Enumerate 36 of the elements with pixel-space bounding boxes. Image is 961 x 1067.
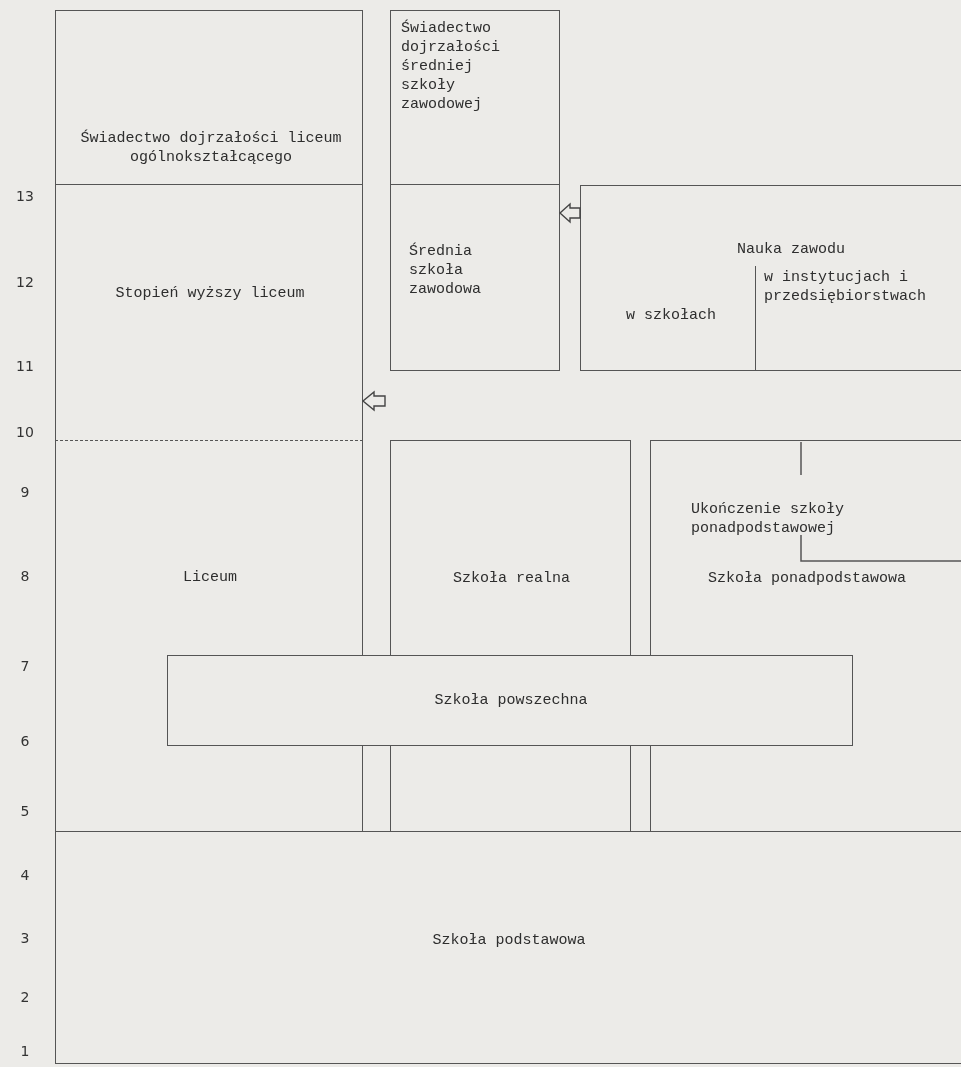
school-box <box>55 831 961 1064</box>
year-number: 2 <box>19 989 31 1005</box>
node-text: w instytucjach i przedsiębiorstwach <box>764 268 928 306</box>
year-number: 7 <box>19 658 31 674</box>
year-number: 10 <box>15 424 35 440</box>
node-text: Szkoła podstawowa <box>431 931 587 950</box>
node-text: Szkoła powszechna <box>433 691 589 710</box>
node-text: w szkołach <box>625 306 717 325</box>
year-number: 6 <box>19 733 31 749</box>
year-number: 13 <box>15 188 35 204</box>
year-number: 3 <box>19 930 31 946</box>
year-number: 9 <box>19 484 31 500</box>
vocational-training-box <box>580 185 961 371</box>
year-number: 12 <box>15 274 35 290</box>
certificate-box <box>55 10 363 185</box>
completion-box <box>691 441 961 561</box>
school-box <box>167 655 853 746</box>
year-number: 4 <box>19 867 31 883</box>
node-text: Ukończenie szkoły ponadpodstawowej <box>691 500 846 538</box>
node-text: Szkoła realna <box>452 569 571 588</box>
hollow-arrow <box>558 202 581 224</box>
node-text: Świadectwo dojrzałości liceum ogólnokształcącego <box>79 129 343 167</box>
hollow-arrow <box>361 390 386 412</box>
school-level-box <box>55 184 363 441</box>
node-text: Nauka zawodu <box>736 240 846 259</box>
school-box <box>390 184 560 371</box>
node-text: Liceum <box>182 568 238 587</box>
year-number: 1 <box>19 1043 31 1059</box>
node-text: Świadectwo dojrzałości średniej szkoły zawodowej <box>401 19 502 114</box>
year-number: 5 <box>19 803 31 819</box>
node-text: Stopień wyższy liceum <box>114 284 306 303</box>
year-number: 11 <box>15 358 35 374</box>
node-text: Szkoła ponadpodstawowa <box>706 569 907 588</box>
node-text: Średnia szkoła zawodowa <box>409 242 482 299</box>
year-number: 8 <box>19 568 31 584</box>
certificate-box <box>390 10 560 185</box>
